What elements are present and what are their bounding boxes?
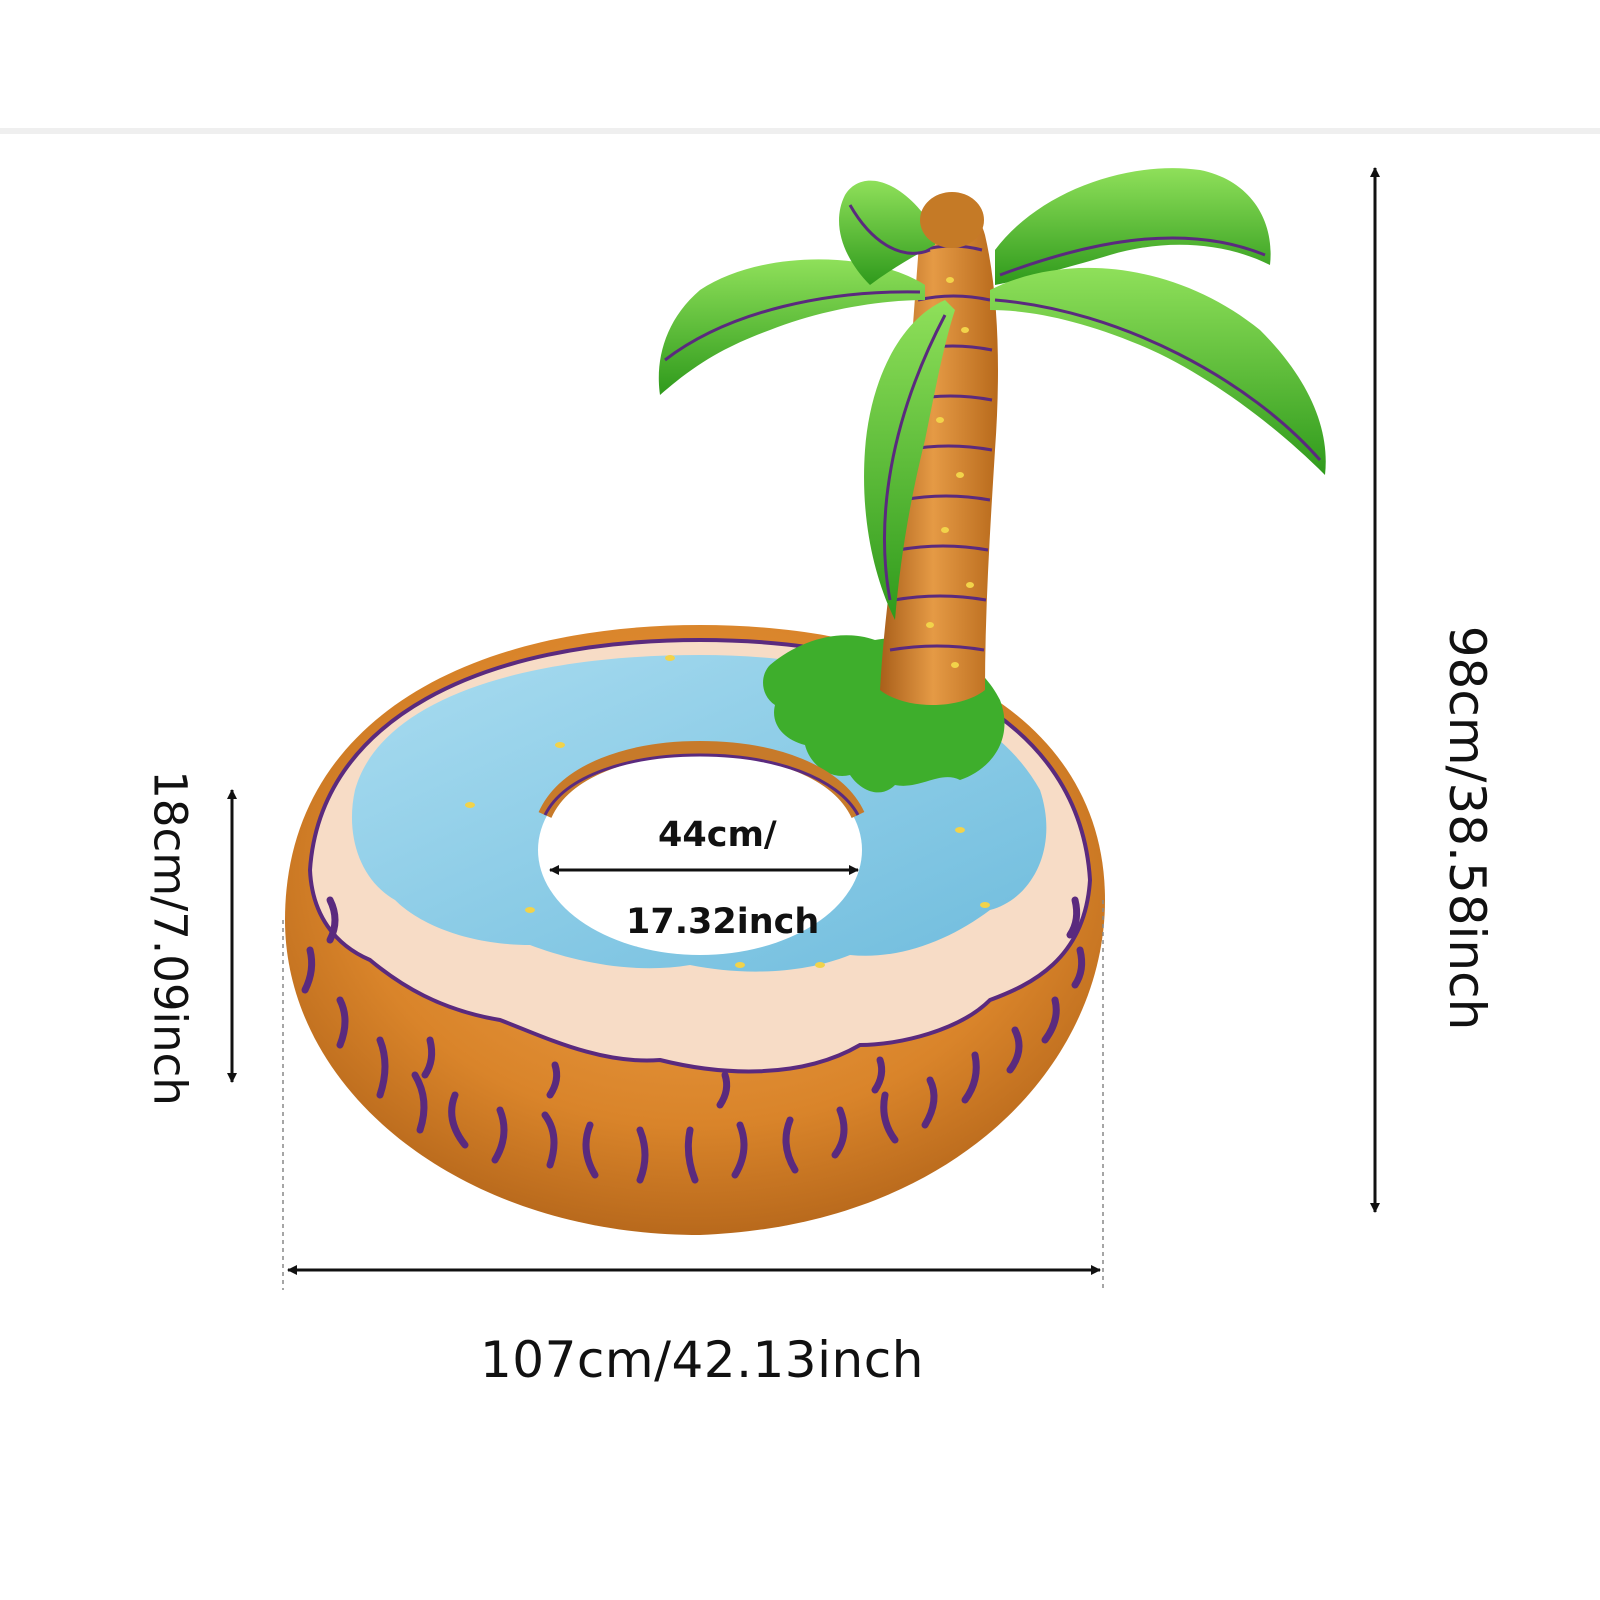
swim-ring (285, 625, 1105, 1235)
palm-leaves (658, 168, 1326, 620)
ring-hole (538, 745, 862, 955)
tube-thickness-label: 18cm/7.09inch (143, 770, 197, 1106)
trunk-specks (926, 277, 974, 668)
header-divider (0, 128, 1600, 134)
height-label: 98cm/38.58inch (1438, 625, 1496, 1031)
palm-top (920, 192, 984, 248)
ring-stripes (301, 896, 1086, 1184)
water-specks (465, 655, 990, 968)
leaf-front (864, 300, 955, 620)
leaf-right (990, 267, 1326, 475)
inner-diameter-label-inch: 17.32inch (626, 902, 820, 942)
width-label: 107cm/42.13inch (480, 1331, 924, 1389)
leaf-top-left (839, 180, 935, 285)
inner-diameter-label-cm: 44cm/ (658, 815, 777, 855)
ring-hole-rim (538, 740, 865, 819)
dimension-lines (227, 167, 1380, 1290)
leaf-top-right (995, 168, 1271, 285)
palm-tree (658, 168, 1326, 705)
